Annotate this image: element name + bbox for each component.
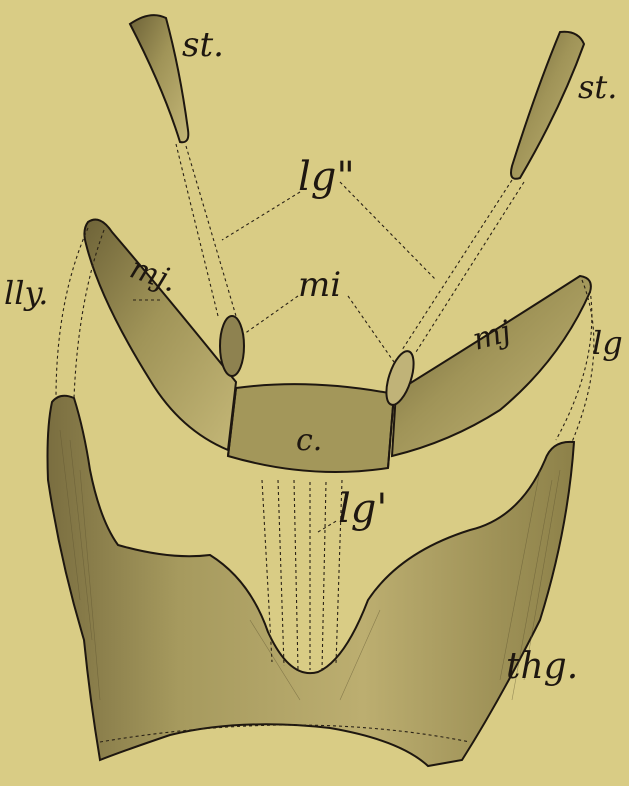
stylohyal-right-bone: [511, 32, 584, 179]
label-ligament-right: lg: [592, 324, 623, 362]
stylohyal-left-bone: [130, 15, 188, 142]
label-copula: c.: [296, 423, 322, 458]
label-stylohyal-right: st.: [578, 68, 617, 106]
label-thyrohyal: thg.: [506, 646, 578, 687]
label-middle: mi: [298, 265, 341, 305]
cornu-right-bone: [392, 276, 591, 456]
label-ligament-left: lly.: [4, 274, 48, 312]
label-ligament-upper: lg": [298, 154, 355, 200]
label-ligament-median: lg': [338, 486, 387, 532]
middle-element-left: [220, 316, 244, 376]
label-stylohyal-left: st.: [182, 25, 224, 65]
cornu-left-bone: [84, 220, 236, 450]
